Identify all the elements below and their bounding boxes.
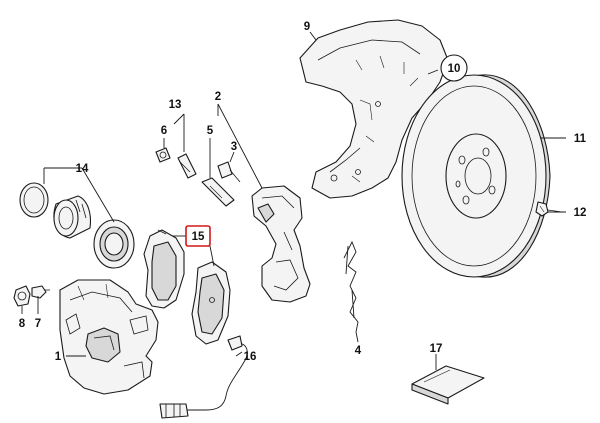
guide-bolt-part-5 (201, 177, 235, 207)
bolt-part-6 (155, 147, 171, 163)
brake-caliper-part-1 (59, 279, 159, 395)
bleeder-cap-part-8 (13, 285, 31, 307)
callout-2: 2 (215, 91, 221, 103)
callout-4: 4 (355, 345, 362, 357)
wear-sensor-part-16 (159, 335, 248, 419)
callout-6: 6 (161, 125, 167, 137)
callout-15-highlight: 15 (185, 225, 211, 247)
retaining-spring-part-4 (343, 240, 359, 333)
callout-15: 15 (192, 231, 205, 243)
guide-sleeve-part-13 (177, 153, 197, 179)
callout-10-circle: 10 (440, 54, 468, 82)
leader-lines (21, 31, 566, 370)
dust-shield-part-9 (299, 19, 449, 199)
brake-pad-set-part-15 (143, 229, 231, 345)
caliper-carrier-part-2 (251, 185, 311, 303)
callout-9: 9 (304, 21, 310, 33)
callout-7: 7 (35, 318, 41, 330)
callout-labels: 9 10 11 12 13 2 6 5 3 14 15 8 7 1 16 4 1… (19, 21, 587, 363)
callout-12: 12 (574, 207, 587, 219)
callout-8: 8 (19, 318, 26, 330)
callout-10: 10 (448, 63, 461, 75)
callout-5: 5 (207, 125, 214, 137)
callout-11: 11 (574, 133, 587, 145)
callout-13: 13 (169, 99, 182, 111)
bolt-part-3 (217, 161, 241, 183)
bleeder-valve-part-7 (31, 285, 50, 299)
grease-packet-part-17 (411, 365, 485, 405)
callout-16: 16 (244, 351, 257, 363)
callout-14: 14 (76, 163, 89, 175)
callout-3: 3 (231, 141, 237, 153)
wheel-bearing-part-14 (19, 182, 135, 269)
callout-1: 1 (55, 351, 62, 363)
brake-disc-part-11 (401, 74, 551, 278)
callout-17: 17 (430, 343, 443, 355)
disc-screw-part-12 (535, 201, 563, 217)
